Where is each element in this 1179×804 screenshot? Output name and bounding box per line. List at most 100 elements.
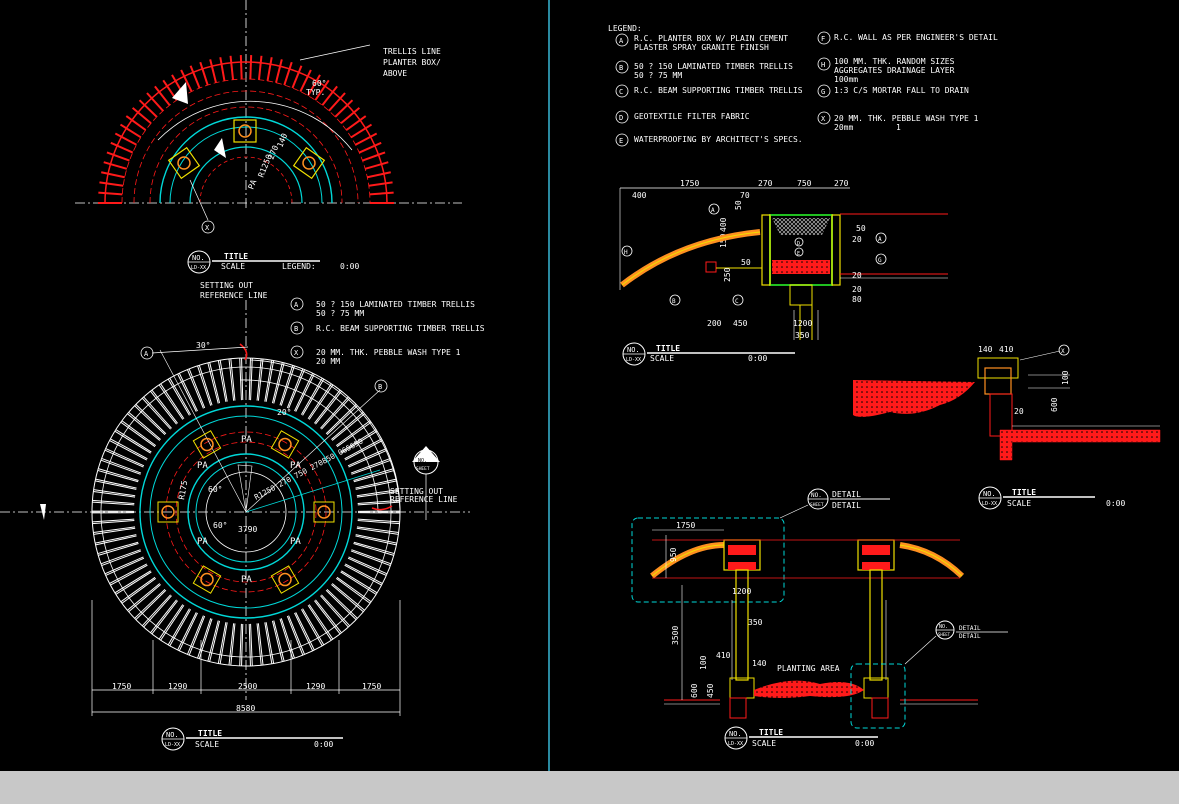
tag-x: X <box>205 224 210 232</box>
svg-text:60°: 60° <box>208 485 222 494</box>
trellis-spoke <box>217 622 227 664</box>
trellis-spoke <box>326 405 358 436</box>
trellis-spoke <box>92 501 135 506</box>
planter-column <box>278 437 292 452</box>
trellis-spoke <box>300 377 323 415</box>
status-bar <box>0 771 1179 804</box>
trellis-spoke <box>341 430 378 454</box>
svg-text:H: H <box>821 61 825 69</box>
trellis-spoke <box>279 365 294 406</box>
trellis-spoke <box>353 541 395 555</box>
trellis-spoke <box>335 577 371 604</box>
trellis-spoke <box>369 191 394 196</box>
svg-text:SHEET: SHEET <box>810 502 824 508</box>
trellis-spoke <box>198 365 213 406</box>
svg-text:C: C <box>619 88 623 96</box>
svg-text:TITLE: TITLE <box>656 344 680 353</box>
trellis-spoke <box>357 501 400 506</box>
trellis-spoke <box>217 360 227 402</box>
svg-text:LD-XX: LD-XX <box>626 357 641 363</box>
trellis-spoke <box>356 526 399 534</box>
svg-text:NO.: NO. <box>939 624 948 630</box>
trellis-spoke <box>331 413 365 441</box>
svg-text:1750: 1750 <box>676 521 695 530</box>
title-block-big-plan: NO. LD-XX TITLE SCALE 0:00 <box>161 727 343 751</box>
svg-text:200: 200 <box>707 319 722 328</box>
svg-text:0:00: 0:00 <box>1106 499 1125 508</box>
trellis-spoke <box>97 469 139 483</box>
cad-drawing-canvas[interactable]: X TRELLIS LINE PLANTER BOX/ ABOVE 60° TY… <box>0 0 1179 771</box>
trellis-spoke <box>151 389 178 424</box>
planter-box <box>192 565 222 594</box>
trellis-spoke <box>331 411 364 440</box>
svg-text:LD-XX: LD-XX <box>165 742 180 748</box>
svg-text:140: 140 <box>978 345 993 354</box>
trellis-spoke <box>101 171 125 179</box>
svg-text:50: 50 <box>734 200 743 210</box>
trellis-spoke <box>345 115 367 131</box>
trellis-spoke <box>99 181 124 187</box>
trellis-line-label: TRELLIS LINE <box>383 47 441 56</box>
trellis-spoke <box>131 107 152 125</box>
trellis-spoke <box>353 468 394 481</box>
trellis-spoke <box>257 358 264 401</box>
trellis-spoke <box>151 600 178 635</box>
legend-b-line1: R.C. BEAM SUPPORTING TIMBER TRELLIS <box>316 324 485 333</box>
svg-text:50 ? 150 LAMINATED TIMBER TREL: 50 ? 150 LAMINATED TIMBER TRELLIS <box>634 62 793 71</box>
svg-text:A: A <box>619 37 624 45</box>
svg-text:0:00: 0:00 <box>855 739 874 748</box>
trellis-spoke <box>114 132 137 146</box>
svg-text:NO.: NO. <box>418 458 427 464</box>
svg-text:80: 80 <box>852 295 862 304</box>
svg-text:SCALE: SCALE <box>752 739 776 748</box>
svg-text:450: 450 <box>733 319 748 328</box>
trellis-spoke <box>135 589 167 620</box>
trellis-spoke <box>134 588 166 619</box>
trellis-spoke <box>350 457 391 474</box>
title-block-top-plan: NO. LD-XX TITLE SCALE LEGEND: 0:00 <box>187 250 359 274</box>
trellis-spoke <box>307 74 321 97</box>
trellis-spoke <box>299 69 312 92</box>
trellis-spoke <box>239 358 242 401</box>
svg-text:DETAIL: DETAIL <box>959 633 981 640</box>
svg-text:8580: 8580 <box>236 704 255 713</box>
trellis-spoke <box>100 459 141 475</box>
title-block-section: NO. LD-XX TITLE SCALE 0:00 <box>622 342 795 366</box>
svg-text:DETAIL: DETAIL <box>832 490 861 499</box>
trellis-spoke <box>125 115 147 131</box>
trellis-spoke <box>209 362 221 404</box>
trellis-spoke <box>302 378 325 416</box>
trellis-spoke <box>188 368 206 409</box>
trellis-spoke <box>169 609 192 647</box>
trellis-spoke <box>302 608 325 646</box>
trellis-spoke <box>356 490 399 498</box>
legend-x-line2: 20 MM <box>316 357 340 366</box>
trellis-spoke <box>121 577 157 604</box>
trellis-spoke <box>106 151 130 162</box>
pa-label-ne: PA <box>290 461 301 471</box>
trellis-spoke <box>207 362 219 404</box>
trellis-spoke <box>326 588 358 619</box>
svg-text:SCALE: SCALE <box>195 740 219 749</box>
planter-box <box>270 565 300 594</box>
svg-text:TITLE: TITLE <box>224 252 248 261</box>
trellis-spoke <box>120 576 156 603</box>
svg-text:600: 600 <box>1050 397 1059 412</box>
trellis-spoke <box>335 420 371 447</box>
trellis-spoke <box>178 372 198 412</box>
svg-text:NO.: NO. <box>811 492 822 499</box>
trellis-spoke <box>334 99 354 118</box>
svg-text:750: 750 <box>797 179 812 188</box>
trellis-spoke <box>336 576 372 603</box>
angle-label: 60° <box>312 79 326 88</box>
trellis-spoke <box>160 604 185 641</box>
trellis-spoke <box>321 594 351 627</box>
trellis-spoke <box>158 384 184 420</box>
svg-text:1: 1 <box>896 123 901 132</box>
trellis-spoke <box>356 527 399 535</box>
trellis-spoke <box>160 383 185 420</box>
pa-label-top: PA <box>241 435 252 445</box>
trellis-spoke <box>134 405 166 436</box>
trellis-spoke <box>294 372 314 412</box>
trellis-spoke <box>288 369 306 409</box>
